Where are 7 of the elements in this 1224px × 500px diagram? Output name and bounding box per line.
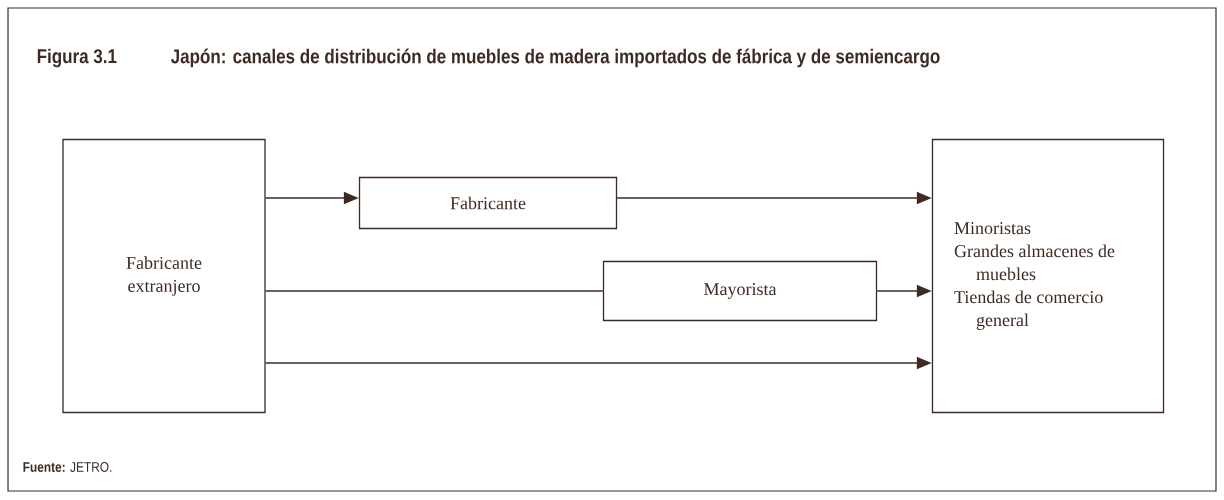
box: Fabricante extranjero <box>62 138 266 414</box>
figure-number: Figura 3.1 <box>37 48 117 68</box>
source-note: Fuente: JETRO. <box>23 462 112 472</box>
title: Japón: canales de distribución de muebles de madera importados de fábrica y de semiencargo <box>170 48 940 68</box>
box: Minoristas Grandes almacenes de muebles Tiendas de comercio general <box>931 138 1165 414</box>
box: Mayorista <box>602 260 878 322</box>
box: Fabricante <box>358 176 618 230</box>
